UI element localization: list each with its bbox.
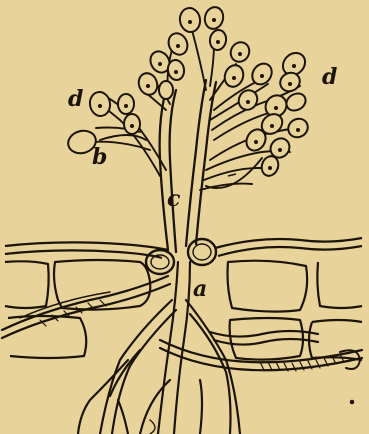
label-d-left: d	[68, 86, 83, 112]
label-c: c	[167, 186, 181, 212]
label-b: b	[92, 144, 107, 170]
label-a: a	[193, 276, 207, 302]
main-stem	[160, 80, 216, 252]
label-d-right: d	[322, 64, 337, 90]
